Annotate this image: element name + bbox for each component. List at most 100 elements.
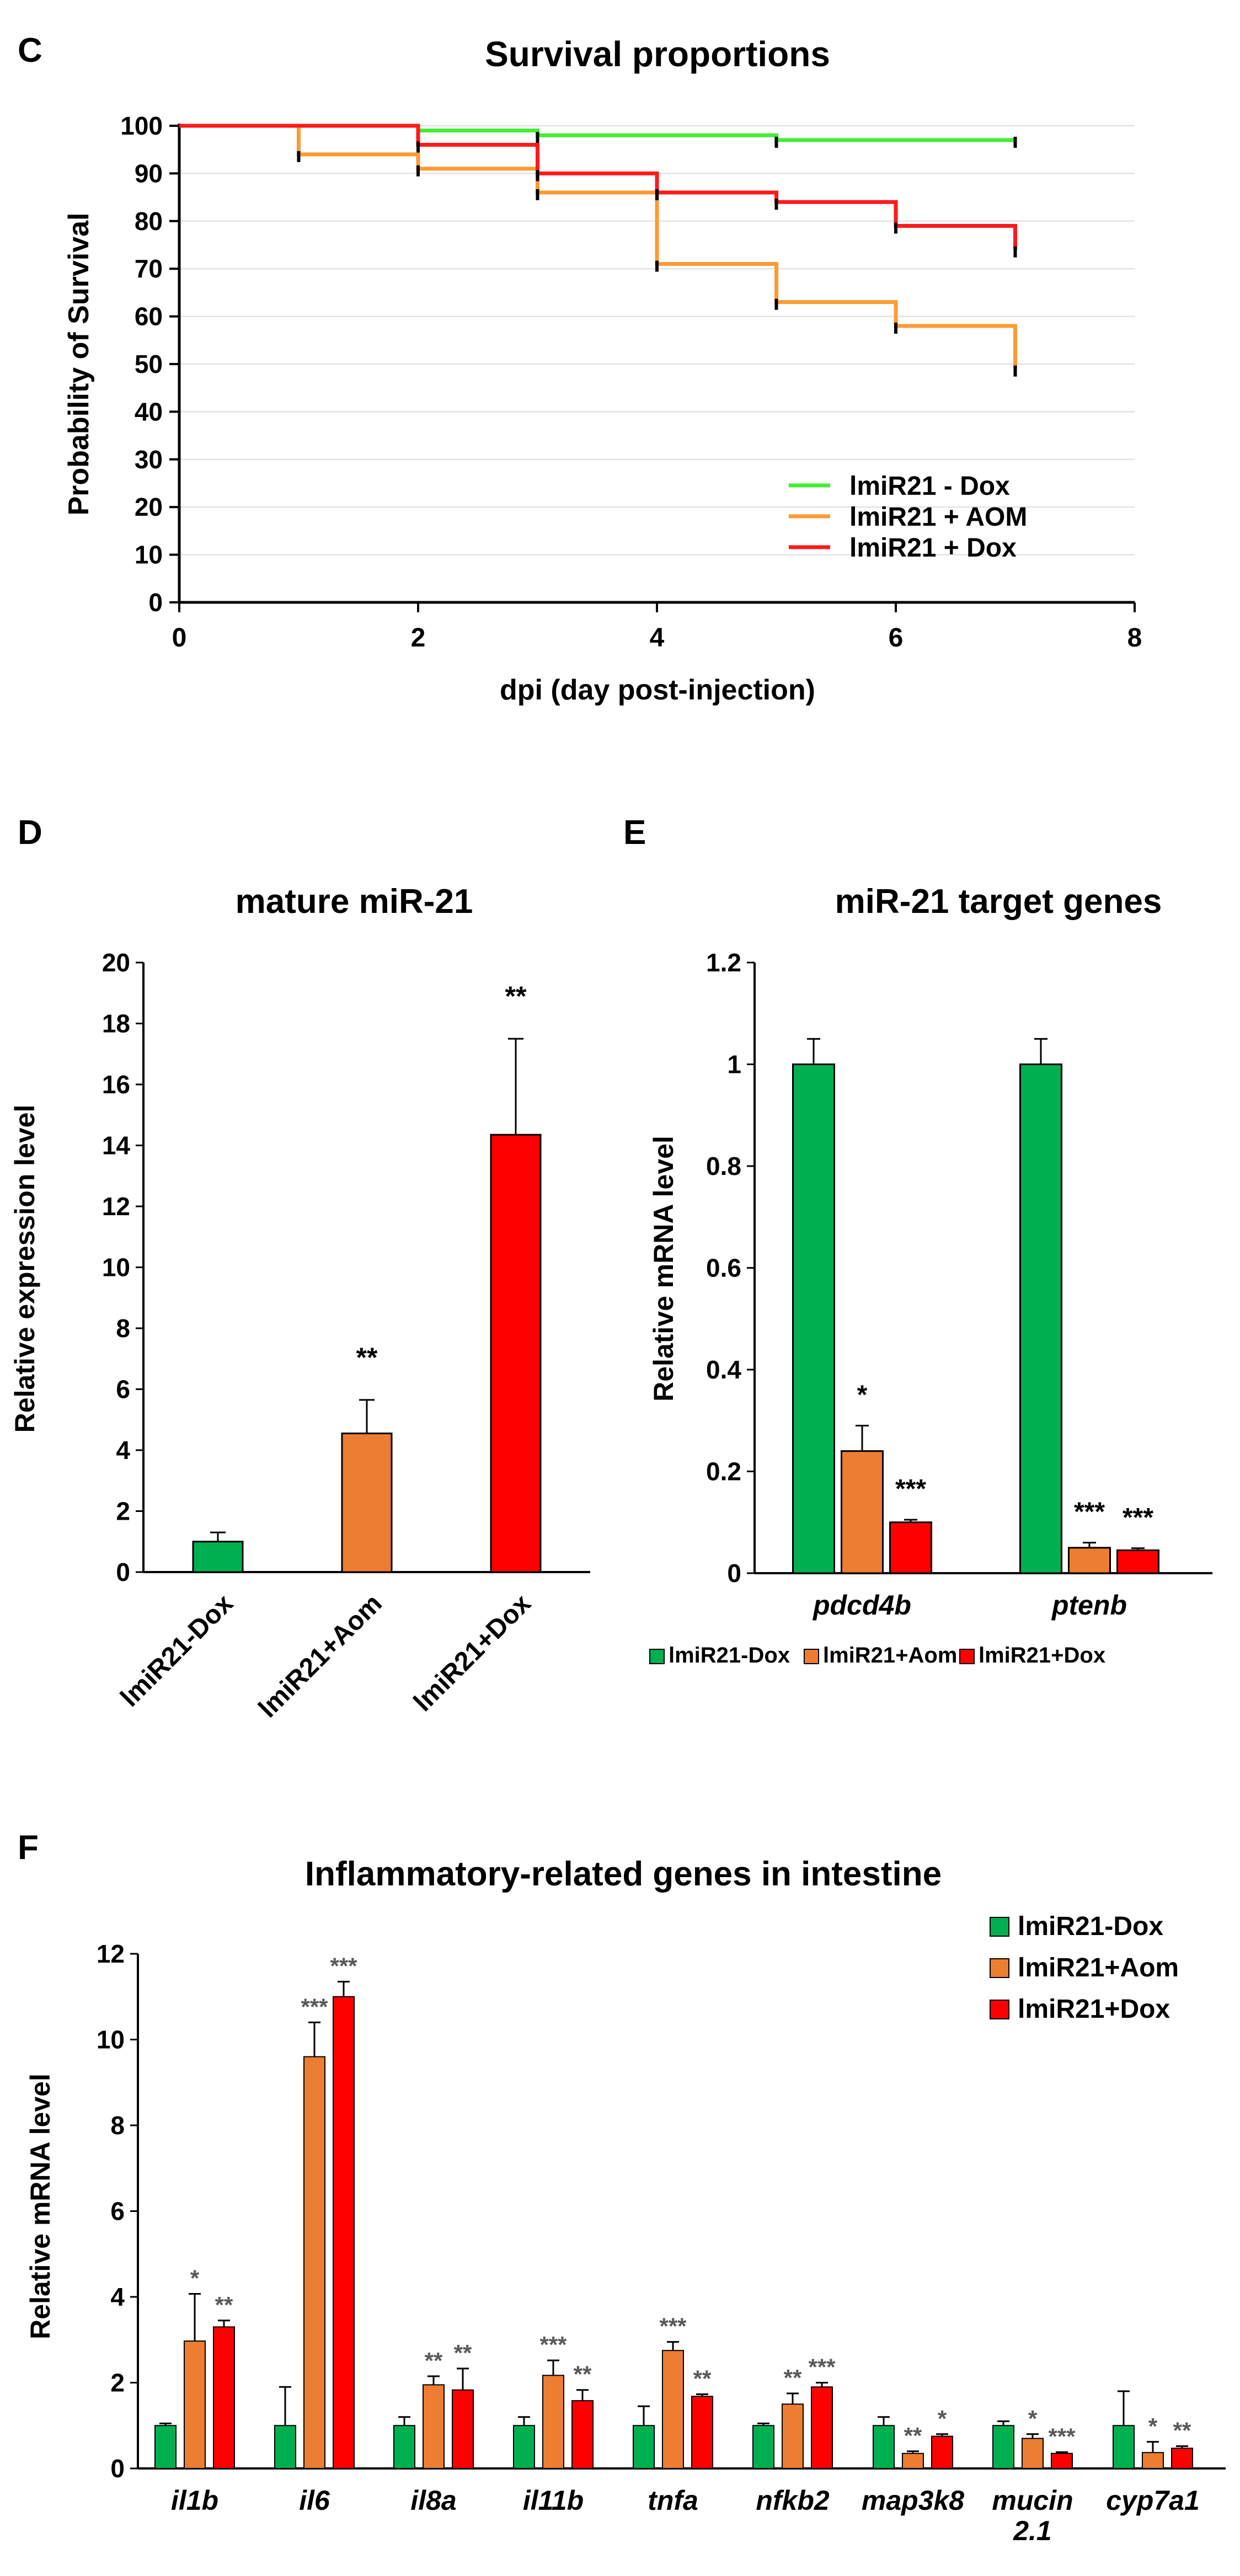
- bar-nfkb2-lmir21-dox: [752, 2425, 774, 2469]
- y-tick-label: 12: [97, 1939, 125, 1968]
- y-axis-title: Relative mRNA level: [25, 2073, 56, 2339]
- panel-letter: F: [18, 1829, 39, 1867]
- y-tick-label: 16: [102, 1070, 130, 1099]
- significance-marker: ***: [1123, 1503, 1153, 1532]
- category-label: cyp7a1: [1106, 2485, 1200, 2516]
- category-label-line: 2.1: [1013, 2515, 1052, 2546]
- x-tick-label: 8: [1127, 623, 1142, 653]
- significance-marker: ***: [895, 1474, 926, 1504]
- bar-il11b-lmir21-aom: [542, 2375, 564, 2470]
- y-tick-label: 8: [116, 1314, 130, 1343]
- legend-label: lmiR21-Dox: [1018, 1912, 1163, 1941]
- legend-swatch-lmir21-dox: [649, 1649, 665, 1664]
- bar-lmir21-dox: [192, 1541, 244, 1573]
- bar-il6-lmir21-dox: [274, 2425, 296, 2469]
- category-label-line: il8a: [410, 2485, 456, 2516]
- legend-label: lmiR21 + AOM: [849, 503, 1027, 532]
- significance-marker: ***: [808, 2354, 836, 2380]
- chart-title: miR-21 target genes: [835, 883, 1162, 921]
- legend-label: lmiR21+Aom: [823, 1643, 957, 1668]
- bar-il8a-lmir21-dox: [393, 2425, 415, 2469]
- bar-tnfa-lmir21-aom: [662, 2350, 684, 2469]
- y-tick-label: 30: [135, 445, 163, 474]
- category-label: ptenb: [1051, 1590, 1127, 1621]
- panel-letter: E: [623, 814, 646, 852]
- bar-nfkb2-lmir21-dox: [811, 2386, 833, 2469]
- y-tick-label: 8: [110, 2111, 125, 2140]
- category-label-line: il11b: [523, 2485, 584, 2516]
- bar-ptenb-lmir21-dox: [1019, 1063, 1062, 1574]
- y-axis-title: Relative expression level: [9, 1105, 40, 1433]
- significance-marker: ***: [539, 2332, 567, 2358]
- bar-il1b-lmir21-aom: [184, 2340, 206, 2470]
- y-tick-label: 90: [135, 159, 163, 188]
- y-tick-label: 60: [135, 302, 163, 331]
- significance-marker: **: [784, 2365, 802, 2391]
- category-label: il8a: [410, 2485, 456, 2516]
- bar-map3k8-lmir21-dox: [931, 2435, 953, 2469]
- bar-ptenb-lmir21-aom: [1068, 1547, 1111, 1574]
- y-tick-label: 0.4: [706, 1355, 741, 1384]
- x-axis-title: dpi (day post-injection): [500, 674, 815, 706]
- x-tick-label: 2: [411, 623, 426, 653]
- legend-label: lmiR21 + Dox: [849, 533, 1017, 563]
- y-tick-label: 40: [135, 397, 163, 426]
- legend-swatch-lmir21-dox: [990, 1917, 1009, 1937]
- significance-marker: *: [938, 2406, 947, 2431]
- legend-label: lmiR21 - Dox: [849, 472, 1010, 501]
- bar-nfkb2-lmir21-aom: [782, 2403, 804, 2469]
- y-axis-title: Probability of Survival: [63, 212, 95, 515]
- y-tick-label: 18: [102, 1009, 130, 1038]
- bar-pdcd4b-lmir21-aom: [841, 1450, 884, 1574]
- y-tick-label: 50: [135, 350, 163, 378]
- bar-map3k8-lmir21-dox: [873, 2425, 895, 2469]
- category-label-line: cyp7a1: [1106, 2485, 1200, 2516]
- y-tick-label: 100: [120, 111, 163, 140]
- legend-swatch-lmir21-aom: [804, 1649, 819, 1664]
- legend-label: lmiR21-Dox: [669, 1643, 790, 1668]
- significance-marker: ***: [659, 2313, 687, 2339]
- bar-tnfa-lmir21-dox: [633, 2425, 655, 2469]
- category-label: tnfa: [648, 2485, 698, 2516]
- significance-marker: ***: [1074, 1498, 1105, 1527]
- significance-marker: **: [904, 2423, 922, 2449]
- significance-marker: **: [356, 1342, 378, 1373]
- category-label: il1b: [171, 2485, 218, 2516]
- bar-il6-lmir21-dox: [333, 1996, 355, 2469]
- category-label-line: map3k8: [862, 2485, 964, 2516]
- y-tick-label: 14: [102, 1131, 131, 1160]
- y-tick-label: 20: [135, 493, 163, 521]
- legend-label: lmiR21+Aom: [1018, 1953, 1179, 1982]
- category-label: nfkb2: [756, 2485, 830, 2516]
- bar-il8a-lmir21-dox: [452, 2389, 474, 2469]
- y-tick-label: 0: [116, 1558, 130, 1586]
- x-tick-label: 0: [172, 623, 187, 653]
- y-tick-label: 0.6: [706, 1254, 741, 1282]
- y-tick-label: 4: [116, 1436, 130, 1465]
- legend-label: lmiR21+Dox: [1018, 1995, 1170, 2024]
- bar-cyp7a1-lmir21-dox: [1171, 2447, 1193, 2470]
- legend-swatch-lmir21-dox: [990, 2000, 1009, 2019]
- y-tick-label: 80: [135, 207, 163, 236]
- significance-marker: ***: [330, 1953, 357, 1979]
- bar-lmir21-dox: [490, 1134, 542, 1573]
- legend-swatch-lmir21-dox: [959, 1649, 975, 1664]
- bar-pdcd4b-lmir21-dox: [792, 1063, 835, 1574]
- y-tick-label: 20: [102, 948, 130, 977]
- significance-marker: **: [574, 2361, 592, 2387]
- chart-title: mature miR-21: [236, 883, 473, 921]
- significance-marker: ***: [301, 1994, 328, 2019]
- bar-il6-lmir21-aom: [303, 2056, 325, 2470]
- legend-swatch-lmir21-aom: [990, 1958, 1009, 1978]
- significance-marker: **: [693, 2365, 712, 2391]
- x-tick-label: 6: [889, 623, 904, 653]
- y-tick-label: 0: [148, 588, 163, 617]
- bar-mucin-2-1-lmir21-dox: [1051, 2452, 1073, 2470]
- y-tick-label: 10: [97, 2025, 125, 2054]
- bar-il1b-lmir21-dox: [213, 2326, 235, 2469]
- y-tick-label: 0.2: [706, 1457, 741, 1486]
